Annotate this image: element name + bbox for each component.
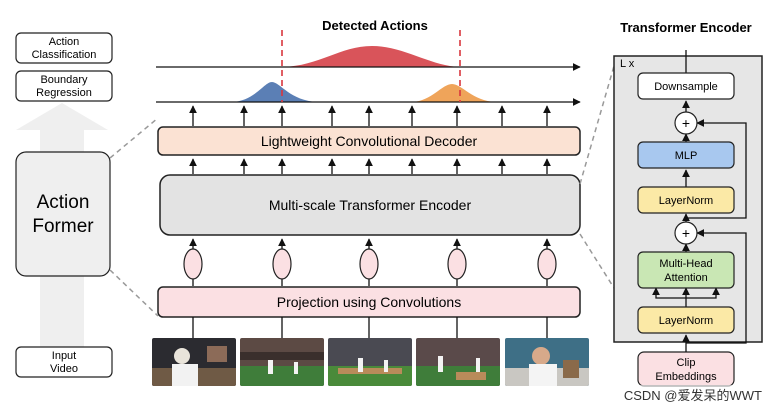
clip-embeddings-box: Clip Embeddings [637, 351, 735, 387]
clip-line2: Embeddings [655, 371, 717, 383]
boundary-regression-line1: Boundary [40, 74, 88, 86]
mlp-label: MLP [675, 150, 698, 162]
encoder-label: Multi-scale Transformer Encoder [269, 197, 472, 213]
layernorm-label-1: LayerNorm [659, 315, 713, 327]
input-video-box: Input Video [15, 346, 113, 378]
detected-actions-title: Detected Actions [322, 18, 428, 33]
action-former-line2: Former [32, 216, 94, 237]
layernorm-box-2: LayerNorm [637, 186, 735, 214]
decoder-to-timeline-arrows [189, 105, 551, 126]
red-peak [282, 46, 460, 67]
zoom-line-top [109, 117, 159, 159]
action-classification-box: Action Classification [15, 32, 113, 64]
action-classification-line1: Action [49, 36, 80, 48]
plus-icon-1: + [682, 225, 690, 241]
transformer-flow-lines [652, 50, 747, 352]
mha-line1: Multi-Head [659, 258, 712, 270]
watermark: CSDN @爱发呆的WWT [621, 385, 764, 404]
multi-head-attention-box: Multi-Head Attention [637, 251, 735, 289]
decoder-box: Lightweight Convolutional Decoder [157, 126, 581, 156]
zoom-line-right-top [579, 65, 615, 185]
video-frame-1 [152, 338, 236, 386]
mha-line2: Attention [664, 272, 707, 284]
frame-to-projection-lines [192, 317, 548, 338]
clip-line1: Clip [677, 357, 696, 369]
blue-peak [232, 82, 318, 102]
encoder-to-decoder-arrows [189, 158, 551, 174]
downsample-label: Downsample [654, 81, 718, 93]
video-frame-2 [240, 338, 324, 386]
downsample-box: Downsample [637, 72, 735, 100]
transformer-encoder-title: Transformer Encoder [620, 20, 752, 35]
orange-peak [412, 84, 496, 102]
encoder-box: Multi-scale Transformer Encoder [159, 174, 581, 236]
residual-add-2: + [674, 111, 698, 135]
video-frame-4 [416, 338, 500, 386]
video-frame-3 [328, 338, 412, 386]
action-former-line1: Action [37, 192, 90, 213]
decoder-label: Lightweight Convolutional Decoder [261, 133, 478, 149]
projection-label: Projection using Convolutions [277, 294, 461, 310]
boundary-regression-box: Boundary Regression [15, 70, 113, 102]
zoom-line-bottom [109, 269, 159, 317]
input-video-line1: Input [52, 350, 76, 362]
residual-add-1: + [674, 221, 698, 245]
zoom-line-right-bottom [579, 233, 615, 289]
mlp-box: MLP [637, 141, 735, 169]
layernorm-box-1: LayerNorm [637, 306, 735, 334]
plus-icon-2: + [682, 115, 690, 131]
token-embeddings [183, 238, 557, 286]
input-video-line2: Video [50, 363, 78, 375]
video-frame-5 [505, 338, 589, 386]
layernorm-label-2: LayerNorm [659, 195, 713, 207]
boundary-regression-line2: Regression [36, 87, 92, 99]
action-classification-line2: Classification [32, 49, 97, 61]
action-former-box: Action Former [15, 151, 111, 277]
projection-box: Projection using Convolutions [157, 286, 581, 318]
repeat-label: L x [620, 58, 635, 70]
